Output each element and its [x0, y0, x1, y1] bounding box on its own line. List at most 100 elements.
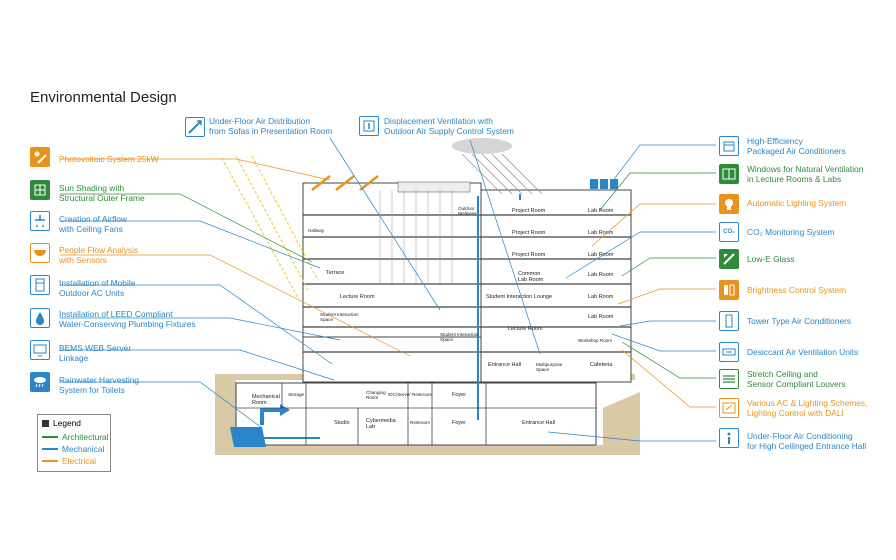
water-drop-icon [30, 308, 50, 328]
legend-swatch-mechanical [42, 448, 58, 450]
monitor-icon [30, 340, 50, 360]
left-label-plumbing: Installation of LEED Compliant Water-Con… [59, 309, 196, 329]
room-lab-3: Lab Room [588, 252, 614, 258]
cloud [452, 138, 512, 154]
rooftop-block [397, 181, 471, 193]
sun-shading-svg [34, 184, 46, 196]
left-label-airflow: Creation of Airflow with Ceiling Fans [59, 214, 127, 234]
desiccant-unit-svg [722, 348, 736, 356]
solar-panel-icon [30, 147, 50, 167]
legend-item-mechanical: Mechanical [42, 444, 104, 454]
packaged-ac-icon [719, 136, 739, 156]
glass-svg [723, 253, 735, 265]
legend-heading: Legend [53, 418, 81, 428]
upper-building-east [480, 189, 632, 383]
co2-icon: CO₂ [719, 222, 739, 242]
right-label-louvers: Stretch Ceiling and Sensor Compliant Lou… [747, 369, 846, 389]
facade-grid [379, 190, 453, 284]
ceiling-fan-icon [30, 211, 50, 231]
rainwater-arrowhead [280, 404, 290, 416]
room-lab-4: Lab Room [588, 272, 614, 278]
window-svg [722, 168, 736, 180]
room-studio: Studio [334, 420, 350, 426]
legend-item-electrical: Electrical [42, 456, 96, 466]
window-icon [719, 164, 739, 184]
room-lab-2: Lab Room [588, 230, 614, 236]
sun-shading-icon [30, 180, 50, 200]
room-project-2: Project Room [512, 230, 546, 236]
legend-heading-row: Legend [42, 418, 81, 428]
legend-label-mechanical: Mechanical [62, 444, 105, 454]
room-workshop: Workshop Room [578, 338, 612, 343]
displacement-vent-icon [359, 116, 379, 136]
solar-panel-svg [34, 151, 47, 164]
room-student-lounge: Student Interaction Lounge [486, 294, 552, 300]
rooftop-ac-units [590, 179, 618, 189]
room-project-3: Project Room [512, 252, 546, 258]
room-lab-1: Lab Room [588, 208, 614, 214]
light-bulb-svg [725, 199, 733, 210]
louver-icon [719, 369, 739, 389]
legend-swatch-electrical [42, 460, 58, 462]
tower-ac-svg [725, 314, 733, 328]
room-lecture-2: Lecture Room [508, 326, 543, 332]
right-label-tower-ac: Tower Type Air Conditioners [747, 316, 852, 326]
room-entrance-hall-2: Entrance Hall [522, 420, 555, 426]
room-storage: Storage [288, 392, 305, 397]
room-foyer-1: Foyer [452, 392, 466, 398]
room-project-1: Project Room [512, 208, 546, 214]
glass-icon [719, 249, 739, 269]
ac-tank [230, 427, 266, 447]
brightness-switch-svg [724, 284, 735, 296]
right-label-underfloor-ac: Under-Floor Air Conditioning for High Ce… [747, 431, 867, 451]
left-label-sun-shading: Sun Shading with Structural Outer Frame [59, 183, 145, 203]
left-label-bems: BEMS WEB Server Linkage [59, 343, 132, 363]
brightness-switch-icon [719, 280, 739, 300]
room-restroom-2: Restroom [410, 420, 430, 425]
room-cafeteria: Cafeteria [590, 362, 613, 368]
room-lecture-1: Lecture Room [340, 294, 375, 300]
right-label-dali: Various AC & Lighting Schemes, Lighting … [747, 398, 868, 418]
right-label-auto-lighting: Automatic Lighting System [747, 198, 847, 208]
legend-box-icon [42, 419, 49, 427]
rainwater-arrow [260, 408, 280, 425]
basement-partitions [236, 383, 596, 445]
info-svg [727, 432, 731, 444]
lighting-control-icon [719, 398, 739, 418]
ground-floor-west [302, 336, 482, 383]
room-idc: IDC/Server [388, 392, 411, 397]
louver-svg [723, 375, 735, 383]
mobile-ac-icon [30, 275, 50, 295]
underfloor-sofa-label: Under-Floor Air Distribution from Sofas … [209, 116, 333, 136]
mobile-ac-svg [35, 278, 45, 292]
legend-swatch-architectural [42, 436, 58, 438]
room-terrace: Terrace [326, 270, 344, 276]
legend-label-architectural: Architectural [62, 432, 109, 442]
underfloor-sofa-svg [188, 120, 202, 134]
room-lab-6: Lab Room [588, 314, 614, 320]
floor-slabs [303, 214, 631, 353]
sensor-svg [34, 250, 46, 256]
leader-lines [60, 137, 716, 442]
packaged-ac-svg [723, 141, 735, 152]
room-restroom-1: Restroom [412, 392, 432, 397]
right-label-packaged-ac: High-Efficiency Packaged Air Conditioner… [747, 136, 846, 156]
sensor-icon [30, 243, 50, 263]
page-title: Environmental Design [30, 89, 177, 106]
tower-ac-icon [719, 311, 739, 331]
desiccant-unit-icon [719, 342, 739, 362]
right-label-desiccant: Desiccant Air Ventilation Units [747, 347, 859, 357]
info-icon [719, 428, 739, 448]
legend: Legend Architectural Mechanical Electric… [37, 414, 111, 472]
room-entrance-hall-1: Entrance Hall [488, 362, 521, 368]
left-label-rainwater: Rainwater Harvesting System for Toilets [59, 375, 140, 395]
ceiling-fan-svg [35, 215, 45, 227]
rain-cloud-svg [34, 377, 46, 388]
